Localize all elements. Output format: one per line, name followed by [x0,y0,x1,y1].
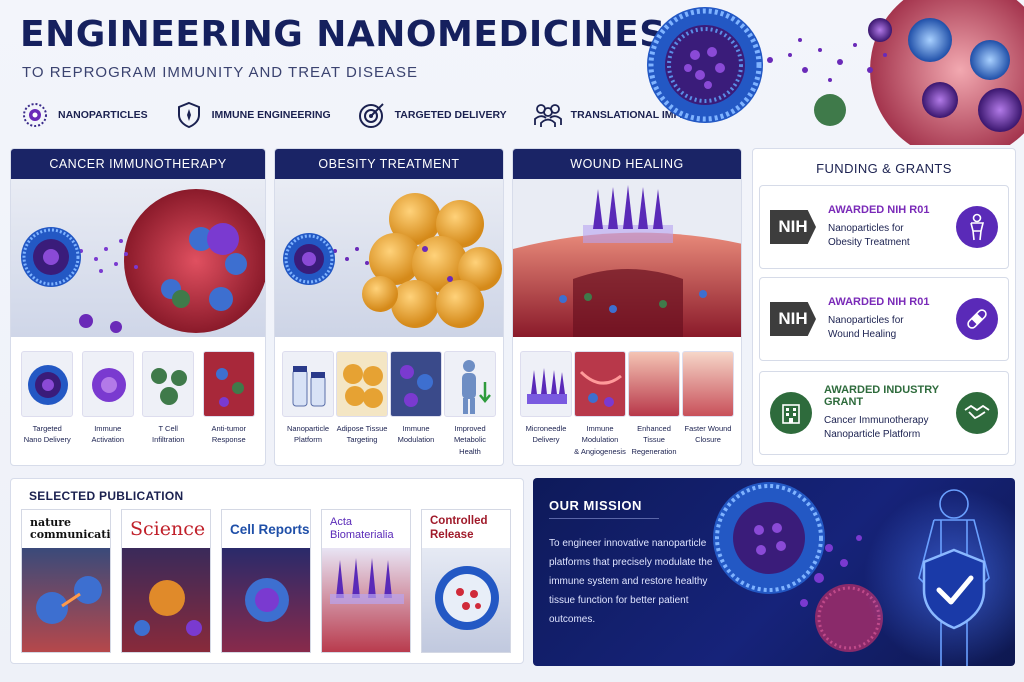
mission-illustration [713,482,1015,666]
tag-label: TRANSLATIONAL IMPACT [570,109,702,121]
thumb-label: Anti-tumor Response [211,424,247,445]
tag-label: IMMUNE ENGINEERING [211,109,331,121]
thumb-improved-metabolic-health: Improved Metabolic Health [443,351,497,457]
body-icon [956,206,998,248]
panel-title: OBESITY TREATMENT [275,149,503,179]
thumb-microneedle-delivery: Microneedle Delivery [519,351,573,457]
thumb-anti-tumor-response: Anti-tumor Response [200,351,258,446]
people-icon [533,100,563,130]
thumb-label: Immune Activation [91,424,125,445]
funding-panel: FUNDING & GRANTS NIH AWARDED NIH R01 Nan… [752,148,1016,466]
thumb-adipose-tissue-targeting: Adipose Tissue Targeting [335,351,389,457]
mission-title: OUR MISSION [549,498,642,513]
obesity-illustration [275,179,503,337]
thumb-label: Enhanced Tissue Regeneration [631,424,677,456]
funding-title: FUNDING & GRANTS [816,161,952,176]
thumb-nanoparticle-platform: Nanoparticle Platform [281,351,335,457]
thumb-label: Targeted Nano Delivery [23,424,71,445]
page-subtitle: TO REPROGRAM IMMUNITY AND TREAT DISEASE [22,64,419,81]
journal-nature-communications[interactable]: nature communications [21,509,111,653]
journal-cover [122,548,210,652]
grant-desc: Nanoparticles for Wound Healing [828,314,904,341]
tag-nanoparticles: NANOPARTICLES [20,100,148,130]
building-icon [770,392,812,434]
journal-cover [22,548,110,652]
tag-immune-engineering: IMMUNE ENGINEERING [174,100,331,130]
grant-desc: Cancer Immunotherapy Nanoparticle Platfo… [824,414,929,441]
mission-divider [549,518,659,519]
grant-card: NIH AWARDED NIH R01 Nanoparticles for Wo… [759,277,1009,361]
journal-science[interactable]: Science [121,509,211,653]
journal-cover [422,548,510,652]
mission-text: To engineer innovative nanoparticle plat… [549,538,713,625]
target-icon [357,100,387,130]
tag-label: TARGETED DELIVERY [394,109,507,121]
thumb-label: Microneedle Delivery [525,424,567,445]
thumb-t-cell-infiltration: T Cell Infiltration [139,351,197,446]
tag-label: NANOPARTICLES [58,109,148,121]
tag-targeted-delivery: TARGETED DELIVERY [357,100,507,130]
journal-cell-reports[interactable]: Cell Reports [221,509,311,653]
thumb-immune-activation: Immune Activation [79,351,137,446]
nanoparticle-icon [20,100,50,130]
cancer-illustration [11,179,265,337]
thumb-label: Improved Metabolic Health [453,424,487,456]
thumb-enhanced-tissue-regeneration: Enhanced Tissue Regeneration [627,351,681,457]
publications-title: SELECTED PUBLICATION [29,489,184,503]
bandage-icon [956,298,998,340]
grant-title: AWARDED INDUSTRY GRANT [824,383,939,408]
wound-illustration [513,179,741,337]
grant-card: NIH AWARDED NIH R01 Nanoparticles for Ob… [759,185,1009,269]
thumb-faster-wound-closure: Faster Wound Closure [681,351,735,457]
grant-card: AWARDED INDUSTRY GRANT Cancer Immunother… [759,371,1009,455]
thumb-label: Nanoparticle Platform [286,424,330,445]
topic-tags: NANOPARTICLES IMMUNE ENGINEERING TARGETE… [20,100,701,130]
journal-name: Acta Biomaterialia [330,515,394,541]
nih-badge: NIH [770,302,816,336]
nih-badge: NIH [770,210,816,244]
thumb-label: Adipose Tissue Targeting [336,424,388,445]
journal-name: Science [130,518,206,540]
grant-title: AWARDED NIH R01 [828,203,930,216]
journal-name: Controlled Release [430,515,488,541]
grant-title: AWARDED NIH R01 [828,295,930,308]
shield-icon [174,100,204,130]
thumb-targeted-nano-delivery: Targeted Nano Delivery [18,351,76,446]
thumb-label: T Cell Infiltration [151,424,185,445]
journal-acta-biomaterialia[interactable]: Acta Biomaterialia [321,509,411,653]
mission-panel: OUR MISSION To engineer innovative nanop… [533,478,1015,666]
thumb-immune-modulation-angiogenesis: Immune Modulation & Angiogenesis [573,351,627,457]
hero-illustration [640,0,1024,145]
grant-desc: Nanoparticles for Obesity Treatment [828,222,910,249]
panel-title: WOUND HEALING [513,149,741,179]
panel-title: CANCER IMMUNOTHERAPY [11,149,265,179]
thumb-immune-modulation: Immune Modulation [389,351,443,457]
journal-name: nature communications [30,516,111,541]
thumb-label: Immune Modulation [397,424,435,445]
panel-obesity-treatment: OBESITY TREATMENT Nanoparticle Platform [274,148,504,466]
journal-cover [322,548,410,652]
page-title: ENGINEERING NANOMEDICINES [20,14,666,55]
publications-panel: SELECTED PUBLICATION nature communicatio… [10,478,524,664]
journal-name: Cell Reports [230,521,310,537]
journal-cover [222,548,310,652]
thumb-label: Immune Modulation & Angiogenesis [574,424,626,456]
panel-wound-healing: WOUND HEALING Microneedle Delivery Immun… [512,148,742,466]
panel-cancer-immunotherapy: CANCER IMMUNOTHERAPY Targeted Nano Deliv… [10,148,266,466]
journal-controlled-release[interactable]: Controlled Release [421,509,511,653]
tag-translational-impact: TRANSLATIONAL IMPACT [533,100,702,130]
handshake-icon [956,392,998,434]
thumb-label: Faster Wound Closure [684,424,732,445]
